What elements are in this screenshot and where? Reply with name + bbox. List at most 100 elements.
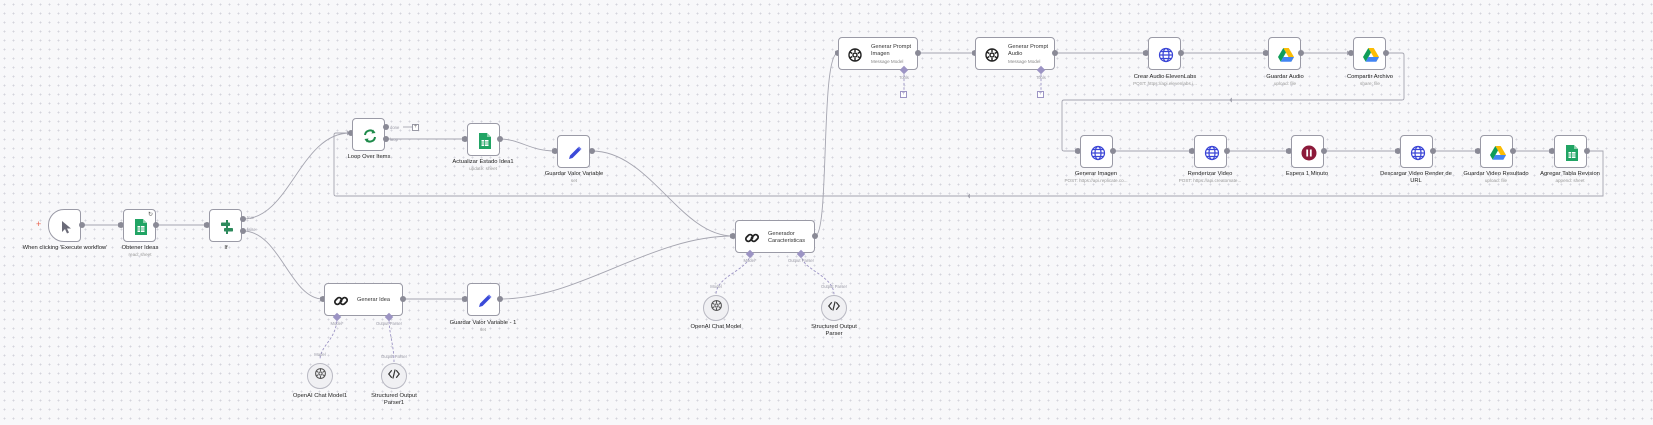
input-port[interactable] (1475, 148, 1481, 154)
output-port[interactable] (497, 136, 503, 142)
output-port[interactable] (812, 233, 818, 239)
output-port-done[interactable] (383, 124, 389, 130)
node-label: If (224, 245, 228, 251)
openai-icon (314, 367, 327, 385)
pause-icon (1292, 136, 1325, 169)
loop-icon (353, 119, 386, 152)
node-label: OpenAI Chat Model (690, 324, 742, 330)
output-port[interactable] (915, 50, 921, 56)
input-port[interactable] (348, 130, 354, 136)
input-port[interactable] (730, 233, 736, 239)
google-sheets-icon (1555, 136, 1588, 169)
node-obtener-ideas[interactable]: ↻ (123, 209, 156, 242)
input-port[interactable] (552, 148, 558, 154)
google-sheets-icon (468, 124, 501, 157)
node-label: OpenAI Chat Model1 (292, 393, 348, 399)
input-port[interactable] (462, 296, 468, 302)
output-port[interactable] (1178, 50, 1184, 56)
add-tool-button[interactable]: + (900, 91, 907, 98)
node-structured-output-parser-1[interactable] (381, 363, 407, 389)
node-loop-over-items[interactable] (352, 118, 385, 151)
add-node-button[interactable]: + (412, 124, 419, 131)
input-port[interactable] (1189, 148, 1195, 154)
sub-node-top-label: Output Parser (380, 354, 408, 359)
output-port[interactable] (400, 296, 406, 302)
node-manual-trigger[interactable] (48, 209, 81, 242)
input-port[interactable] (1348, 50, 1354, 56)
node-generar-imagen[interactable] (1080, 135, 1113, 168)
output-port[interactable] (1510, 148, 1516, 154)
output-port[interactable] (79, 222, 85, 228)
node-guardar-valor-variable-1[interactable] (467, 283, 500, 316)
parser-port-label: Output Parser (375, 321, 403, 326)
output-port[interactable] (1430, 148, 1436, 154)
output-port[interactable] (153, 222, 159, 228)
node-generar-idea[interactable]: Generar Idea (324, 283, 403, 316)
input-port[interactable] (1286, 148, 1292, 154)
output-port-true[interactable] (240, 216, 246, 222)
input-port[interactable] (1549, 148, 1555, 154)
node-compartir-archivo[interactable] (1353, 37, 1386, 70)
parser-port-label: Output Parser (787, 258, 815, 263)
output-port[interactable] (1110, 148, 1116, 154)
if-icon (210, 210, 243, 243)
output-port[interactable] (1584, 148, 1590, 154)
node-openai-chat-model-1[interactable] (307, 363, 333, 389)
node-generador-caracteristicas[interactable]: Generador Caracteristicas (735, 220, 815, 253)
output-port[interactable] (1383, 50, 1389, 56)
cursor-icon (49, 210, 82, 243)
add-tool-button[interactable]: + (1037, 91, 1044, 98)
input-port[interactable] (1075, 148, 1081, 154)
input-port[interactable] (1395, 148, 1401, 154)
input-port[interactable] (1263, 50, 1269, 56)
node-guardar-video-resultado[interactable] (1480, 135, 1513, 168)
output-port[interactable] (497, 296, 503, 302)
node-label: Structured Output Parser (811, 324, 857, 337)
output-port[interactable] (1298, 50, 1304, 56)
branch-false-label: false (247, 227, 256, 232)
output-port[interactable] (1321, 148, 1327, 154)
node-title: Generar Idea (357, 297, 390, 303)
node-descargar-video[interactable] (1400, 135, 1433, 168)
add-trigger-icon[interactable]: + (36, 219, 42, 229)
globe-icon (1401, 136, 1434, 169)
node-agregar-tabla-revision[interactable] (1554, 135, 1587, 168)
chain-icon (736, 221, 768, 254)
node-actualizar-estado[interactable] (467, 123, 500, 156)
globe-icon (1149, 38, 1182, 71)
node-structured-output-parser[interactable] (821, 295, 847, 321)
node-renderizar-video[interactable] (1194, 135, 1227, 168)
input-port[interactable] (1143, 50, 1149, 56)
openai-icon (976, 38, 1008, 71)
input-port[interactable] (118, 222, 124, 228)
output-port-false[interactable] (240, 228, 246, 234)
output-port[interactable] (1224, 148, 1230, 154)
model-port-label: Model* (330, 321, 344, 326)
input-port[interactable] (204, 222, 210, 228)
node-guardar-valor-variable[interactable] (557, 135, 590, 168)
code-icon (827, 299, 841, 317)
tools-port-label: Tools (899, 75, 909, 80)
node-if[interactable] (209, 209, 242, 242)
output-port[interactable] (1052, 50, 1058, 56)
node-openai-chat-model[interactable] (703, 295, 729, 321)
node-crear-audio-elevenlabs[interactable] (1148, 37, 1181, 70)
output-port-loop[interactable] (383, 136, 389, 142)
node-guardar-audio[interactable] (1268, 37, 1301, 70)
input-port[interactable] (320, 296, 326, 302)
output-port[interactable] (589, 148, 595, 154)
node-espera-1-minuto[interactable] (1291, 135, 1324, 168)
input-port[interactable] (462, 136, 468, 142)
google-drive-icon (1269, 38, 1302, 71)
